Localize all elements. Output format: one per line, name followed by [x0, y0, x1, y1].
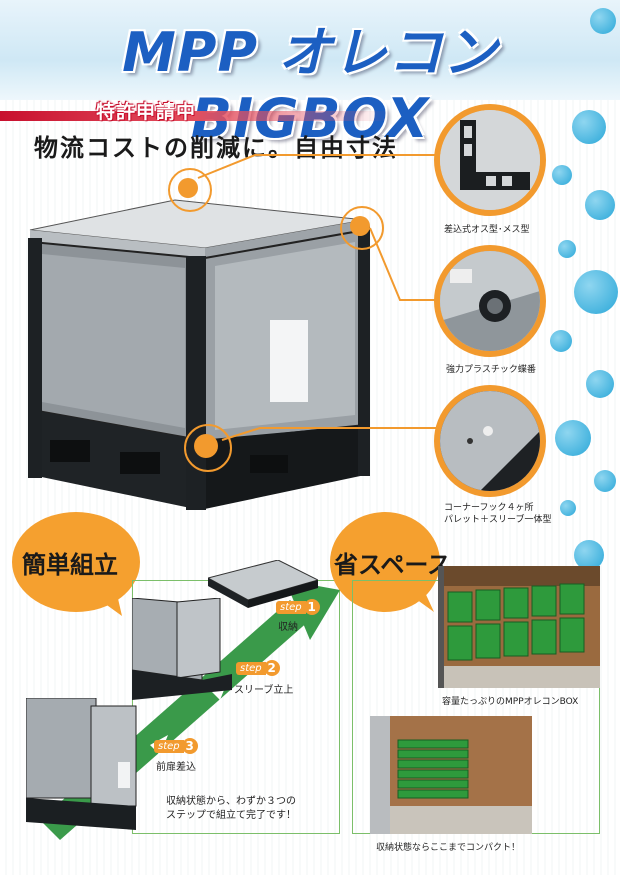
space-blob-tail [398, 586, 434, 612]
marker-ring-top [168, 168, 212, 212]
marker-ring-right [340, 206, 384, 250]
step2-number: 2 [263, 660, 280, 676]
detail-caption-1: 差込式オス型･メス型 [444, 225, 530, 235]
assembly-note-line2: ステップで組立て完了です！ [166, 810, 296, 821]
space-photo1-caption: 容量たっぷりのMPPオレコンBOX [442, 697, 579, 707]
step2-word: step [236, 661, 266, 675]
title-band [0, 0, 620, 100]
marker-dot-top [178, 178, 198, 198]
truck-photo-folded [370, 716, 532, 834]
patent-pending-badge: 特許申請中 [96, 101, 197, 123]
step1-caption: 収納 [278, 622, 298, 633]
assembly-note-line1: 収納状態から、わずか３つの [166, 796, 296, 807]
space-heading: 省スペース [334, 551, 452, 579]
assembly-heading-blob [12, 512, 140, 612]
step1-number: 1 [303, 599, 320, 615]
step3-number: 3 [181, 738, 198, 754]
step3-word: step [154, 739, 184, 753]
detail-circle-male-female-joint [434, 104, 546, 216]
detail-caption-3b: パレット＋スリーブ一体型 [444, 515, 552, 525]
step3-front-door-image [26, 698, 137, 830]
truck-photo-full [438, 566, 600, 688]
bigbox-product-image [28, 199, 370, 510]
step1-word: step [276, 600, 306, 614]
step3-caption: 前扉差込 [156, 762, 196, 773]
step2-sleeve-image [132, 598, 232, 700]
detail-caption-2: 強力プラスチック蝶番 [446, 365, 536, 375]
detail-circle-hinge [434, 245, 546, 357]
detail-caption-3a: コーナーフック４ヶ所 [444, 503, 534, 513]
space-photo2-caption: 収納状態ならここまでコンパクト！ [376, 843, 521, 853]
assembly-heading: 簡単組立 [22, 551, 118, 579]
red-stripe [0, 111, 390, 121]
step2-caption: スリーブ立上 [234, 685, 294, 696]
assembly-blob-tail [86, 590, 122, 616]
step1-folded-image [208, 560, 318, 608]
tagline: 物流コストの削減に。自由寸法 [34, 133, 398, 162]
detail-circle-corner-hook [434, 385, 546, 497]
marker-dot-bottom [194, 434, 218, 458]
marker-dot-right [350, 216, 370, 236]
marker-ring-bottom [184, 424, 232, 472]
